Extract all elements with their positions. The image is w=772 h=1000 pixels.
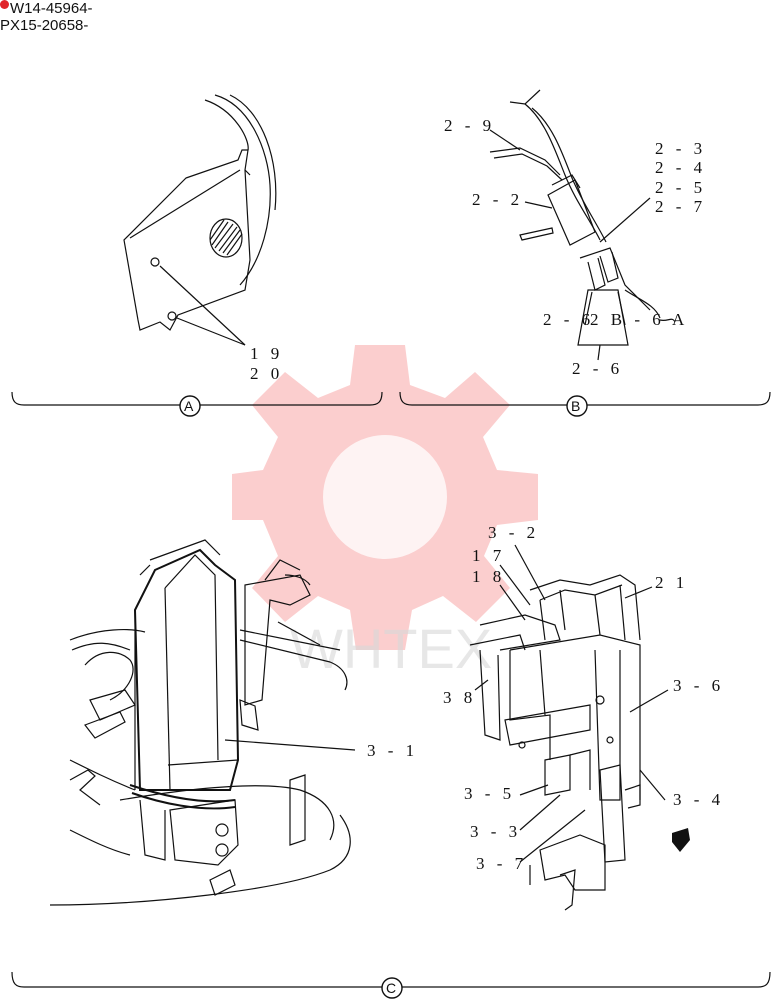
section-a-badge-circle [179, 395, 201, 417]
callout-21: 2 1 [655, 573, 689, 592]
section-c-right-drawing [469, 544, 690, 911]
callout-2-6-lower: 2 - 6 [572, 359, 624, 378]
callout-38: 3 8 [443, 688, 477, 707]
section-b-drawing [489, 89, 676, 361]
watermark-text: WHTEX [290, 617, 492, 680]
section-b-badge-circle [566, 395, 588, 417]
callout-3-3: 3 - 3 [470, 822, 522, 841]
callout-3-1: 3 - 1 [367, 741, 419, 760]
callout-3-4: 3 - 4 [673, 790, 725, 809]
callout-2-2: 2 - 2 [472, 190, 524, 209]
callout-2-3: 2 - 3 [655, 139, 707, 158]
section-a-drawing [123, 94, 277, 346]
section-b-badge: B [571, 398, 581, 414]
header-code-1: W14-45964- [10, 0, 93, 17]
callout-2-6-upper: 2 - 6 [543, 310, 595, 329]
direction-arrow-icon [672, 828, 690, 852]
callout-2b-6a: 2 B - 6 A [590, 310, 689, 329]
callout-2-4: 2 - 4 [655, 158, 707, 177]
callout-3-6: 3 - 6 [673, 676, 725, 695]
callout-3-7: 3 - 7 [476, 854, 528, 873]
callout-3-5: 3 - 5 [464, 784, 516, 803]
header-code-2: PX15-20658- [0, 17, 89, 34]
callout-2-5: 2 - 5 [655, 178, 707, 197]
section-a-badge: A [184, 398, 194, 414]
section-c-left-drawing [49, 539, 356, 906]
callout-20: 2 0 [250, 364, 284, 383]
callout-17: 1 7 [472, 546, 506, 565]
red-dot-icon [0, 0, 9, 9]
callout-2-9: 2 - 9 [444, 116, 496, 135]
section-c-badge-circle [381, 977, 403, 999]
callout-2-7: 2 - 7 [655, 197, 707, 216]
section-c-badge: C [386, 980, 397, 996]
callout-18: 1 8 [472, 567, 506, 586]
callout-19: 1 9 [250, 344, 284, 363]
callout-3-2: 3 - 2 [488, 523, 540, 542]
